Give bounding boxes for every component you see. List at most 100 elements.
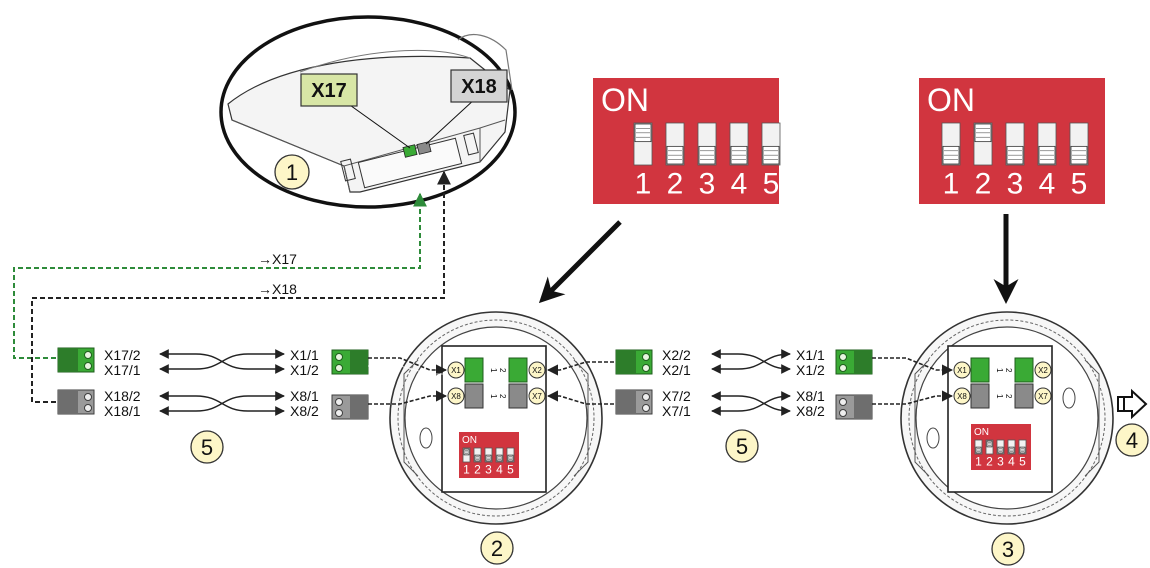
- dip-large-2-number-4: 4: [1039, 168, 1056, 201]
- continuation: 4: [1115, 388, 1149, 457]
- dip-large-1-number-4: 4: [731, 168, 748, 201]
- sensor-3-dip-small-on: ON: [974, 427, 989, 438]
- sensor-2-term-x1: X1: [451, 366, 461, 375]
- sensor-3-term-x2: X2: [1038, 366, 1048, 375]
- label-to-x18: →X18: [258, 281, 297, 297]
- dip-large-2-number-5: 5: [1071, 168, 1088, 201]
- middle-connector-grey-2: [835, 394, 873, 420]
- dip-small-3-number-5: 5: [1019, 454, 1026, 468]
- label-to-x17: →X17: [258, 251, 297, 267]
- dip-small-3-number-4: 4: [1008, 454, 1015, 468]
- line-to-x17: [13, 192, 427, 359]
- left-in-label-3: X18/2: [104, 388, 141, 404]
- left-group-number: 5: [190, 430, 224, 464]
- middle-in-label-2: X2/1: [662, 362, 691, 378]
- left-group-number-label: 5: [201, 435, 213, 460]
- left-in-label-2: X17/1: [104, 362, 141, 378]
- dip-small-3-number-2: 2: [986, 454, 993, 468]
- left-cable-group: X17/2 X17/1 X18/2 X18/1 X1/1 X1/2 X8/1 X…: [57, 347, 369, 464]
- middle-out-label-3: X8/1: [796, 388, 825, 404]
- tag-x18-label: X18: [461, 76, 497, 98]
- left-in-label-1: X17/2: [104, 347, 141, 363]
- dip-large-2-on: ON: [927, 82, 975, 118]
- sensor-2-term-x2: X2: [532, 366, 542, 375]
- middle-out-label-2: X1/2: [796, 362, 825, 378]
- arrow-dip1-to-sensor2: [538, 220, 622, 304]
- left-out-label-1: X1/1: [290, 347, 319, 363]
- sensor-2-pin-1b: 1: [489, 394, 498, 399]
- sensor-3-term-x1: X1: [957, 366, 967, 375]
- sensor-3-wire-links: [872, 357, 954, 405]
- middle-connector-green: [615, 349, 653, 375]
- sensor-2-wire-links: [368, 357, 614, 405]
- dip-small-2-number-4: 4: [496, 462, 503, 476]
- left-connector-grey-2: [331, 394, 369, 420]
- middle-twist-a2: [711, 349, 791, 374]
- sensor-3-term-x8: X8: [957, 392, 967, 401]
- sensor-3-term-x7: X7: [1038, 392, 1048, 401]
- left-twist-b2: [159, 391, 285, 416]
- sensor-3-pin-2b: 2: [1004, 394, 1013, 399]
- left-twist-a2: [159, 349, 285, 374]
- tag-x18: X18: [450, 69, 508, 103]
- device-callout: X17 X18 1: [219, 15, 517, 209]
- dip-small-2-number-3: 3: [485, 462, 492, 476]
- left-out-label-4: X8/2: [290, 403, 319, 419]
- dip-large-1-on: ON: [601, 82, 649, 118]
- middle-out-label-1: X1/1: [796, 347, 825, 363]
- tag-x17-label: X17: [311, 80, 347, 102]
- continue-arrow-icon: [1117, 388, 1148, 420]
- left-connector-green: [57, 347, 95, 373]
- middle-group-number: 5: [725, 429, 759, 463]
- dip-large-2-number-3: 3: [1007, 168, 1024, 201]
- left-in-label-4: X18/1: [104, 403, 141, 419]
- sensor-2-term-x7: X7: [532, 392, 542, 401]
- middle-connector-green-2: [835, 349, 873, 375]
- continuation-number-label: 4: [1126, 428, 1138, 453]
- middle-connector-grey: [615, 389, 653, 415]
- dip-large-1-number-5: 5: [763, 168, 780, 201]
- middle-in-label-1: X2/2: [662, 347, 691, 363]
- dip-small-3-number-1: 1: [975, 454, 982, 468]
- tag-x17: X17: [300, 73, 358, 107]
- sensor-2-dip-small-on: ON: [462, 435, 477, 446]
- bus-lines: →X17 →X18: [13, 170, 451, 403]
- middle-group-number-label: 5: [736, 434, 748, 459]
- sensor-3-number: 3: [991, 532, 1025, 566]
- dip-small-2-number-1: 1: [463, 462, 470, 476]
- left-connector-green-2: [331, 349, 369, 375]
- left-out-label-2: X1/2: [290, 362, 319, 378]
- left-connector-grey: [57, 389, 95, 415]
- middle-in-label-4: X7/1: [662, 403, 691, 419]
- device-port-x17: [402, 144, 418, 158]
- sensor-2-pin-1a: 1: [489, 368, 498, 373]
- sensor-2-number-label: 2: [491, 536, 503, 561]
- dip-large-2-number-1: 1: [943, 168, 960, 201]
- dip-small-2-number-5: 5: [507, 462, 514, 476]
- dip-large-1-number-3: 3: [699, 168, 716, 201]
- dip-large-1-number-1: 1: [635, 168, 652, 201]
- sensor-2-number: 2: [480, 531, 514, 565]
- left-out-label-3: X8/1: [290, 388, 319, 404]
- sensor-3-pin-1b: 1: [995, 394, 1004, 399]
- middle-twist-b2: [711, 391, 791, 416]
- device-port-x18: [416, 141, 432, 155]
- sensor-2-pin-2a: 2: [498, 368, 507, 373]
- sensor-2-term-x8: X8: [451, 392, 461, 401]
- middle-cable-group: X2/2 X2/1 X7/2 X7/1 X1/1 X1/2 X8/1 X8/2 …: [615, 347, 873, 463]
- callout-number-1-label: 1: [286, 160, 298, 185]
- middle-in-label-3: X7/2: [662, 388, 691, 404]
- callout-number-1: 1: [274, 154, 310, 190]
- dip-small-3-number-3: 3: [997, 454, 1004, 468]
- sensor-2-pin-2b: 2: [498, 394, 507, 399]
- dip-large-1-number-2: 2: [667, 168, 684, 201]
- sensor-3-pin-2a: 2: [1004, 368, 1013, 373]
